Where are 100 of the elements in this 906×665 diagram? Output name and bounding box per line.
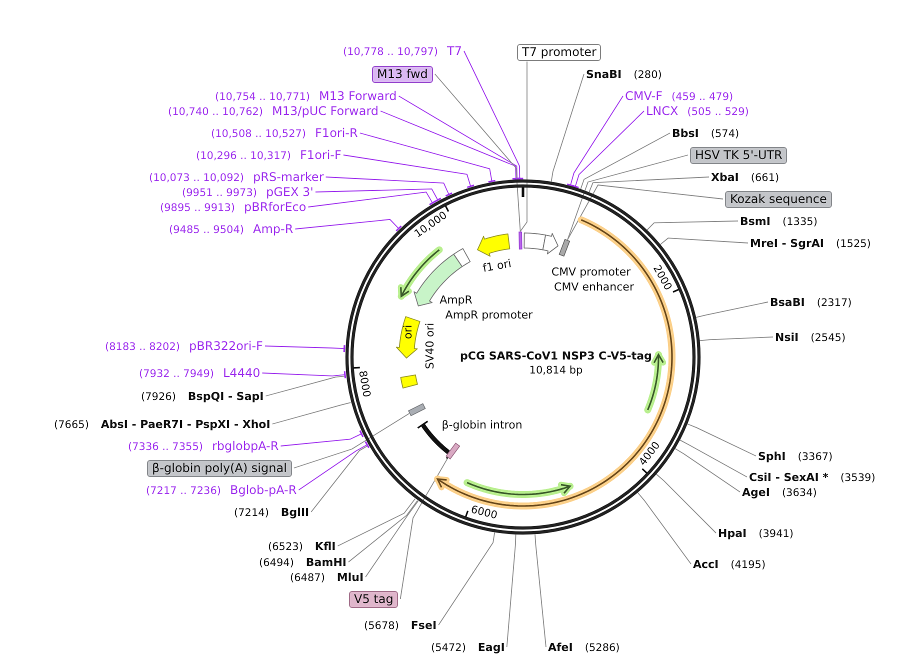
- cut-position: (6523): [268, 540, 303, 555]
- leader-line: [656, 474, 716, 534]
- feature-label: AmpR promoter: [445, 308, 533, 322]
- cut-position: (3539): [840, 471, 876, 486]
- cut-position: (661): [750, 171, 780, 186]
- leader-line: [310, 445, 369, 512]
- leader-line: [674, 448, 740, 492]
- cut-position: (5678): [364, 619, 399, 634]
- primer-range: (8183 .. 8202): [105, 340, 180, 355]
- feature-label: Kozak sequence: [725, 190, 832, 208]
- primer-range: (10,073 .. 10,092): [149, 171, 244, 186]
- leader-line: [695, 302, 768, 318]
- leader-line: [686, 423, 756, 456]
- primer-range: (10,754 .. 10,771): [215, 90, 310, 105]
- primer-name: T7: [447, 43, 462, 59]
- leader-line: [308, 192, 436, 208]
- leader-line: [520, 61, 528, 232]
- primer-name: pBRforEco: [244, 199, 306, 215]
- cut-position: (3941): [758, 527, 794, 542]
- primer-name: CMV-F: [625, 88, 662, 104]
- primer-name: pRS-marker: [253, 169, 324, 185]
- enzyme-name: XbaI: [711, 170, 739, 186]
- leader-line: [337, 498, 416, 546]
- enzyme-name: BbsI: [672, 126, 699, 142]
- leader-line: [660, 238, 748, 245]
- primer-range: (9951 .. 9973): [182, 186, 257, 201]
- enzyme-name: SnaBI: [586, 67, 622, 83]
- primer-range: (7336 .. 7355): [128, 440, 203, 455]
- cut-position: (280): [634, 68, 662, 83]
- leader-line: [566, 96, 624, 187]
- leader-line: [571, 110, 644, 188]
- enzyme-name: KflI: [314, 539, 336, 555]
- feature-label: CMV promoter: [551, 265, 631, 279]
- primer-range: (10,778 .. 10,797): [343, 45, 438, 60]
- feature-label: CMV enhancer: [554, 280, 634, 294]
- leader-line: [646, 220, 738, 230]
- leader-line: [550, 74, 584, 182]
- leader-line: [400, 458, 448, 600]
- leader-line: [534, 534, 546, 648]
- leader-line: [272, 402, 352, 424]
- primer-range: (10,740 .. 10,762): [168, 105, 264, 120]
- primer-name: pGEX 3': [266, 184, 314, 200]
- plasmid-size: 10,814 bp: [529, 364, 583, 378]
- primer-name: L4440: [223, 365, 260, 381]
- leader-line: [359, 132, 496, 183]
- cut-position: (2317): [816, 296, 852, 311]
- feature-label: β-globin intron: [442, 418, 522, 432]
- leader-line: [588, 176, 710, 193]
- cut-position: (4195): [730, 558, 766, 573]
- leader-line: [298, 440, 370, 490]
- enzyme-name: EagI: [478, 640, 505, 656]
- enzyme-name: AccI: [693, 557, 719, 573]
- cut-position: (7214): [234, 506, 269, 521]
- primer-name: F1ori-F: [300, 147, 342, 163]
- cut-position: (7926): [141, 390, 176, 405]
- primer-name: M13/pUC Forward: [272, 103, 379, 119]
- feature-label: SV40 ori: [423, 322, 437, 370]
- scale-number: 6000: [470, 504, 499, 522]
- cut-position: (6487): [290, 571, 325, 586]
- leader-line: [265, 376, 346, 396]
- feature-label: HSV TK 5'-UTR: [690, 146, 788, 164]
- enzyme-name: SphI: [758, 449, 786, 465]
- cut-position: (3634): [782, 486, 817, 501]
- leader-line: [325, 176, 453, 197]
- cut-position: (1525): [836, 237, 871, 252]
- primer-name: LNCX: [646, 103, 678, 119]
- cut-position: (7665): [54, 418, 89, 433]
- leader-line: [315, 188, 442, 202]
- leader-line: [637, 492, 692, 564]
- enzyme-name: CsiI - SexAI *: [749, 470, 828, 486]
- feature-label: f1 ori: [482, 257, 512, 275]
- leader-line: [262, 370, 346, 379]
- enzyme-name: BsmI: [740, 214, 770, 230]
- primer-range: (7217 .. 7236): [146, 484, 221, 499]
- enzyme-name: AgeI: [742, 485, 770, 501]
- enzyme-name: NsiI: [775, 330, 799, 346]
- primer-range: (10,296 .. 10,317): [196, 149, 292, 164]
- leader-line: [567, 184, 724, 240]
- leader-line: [679, 440, 748, 478]
- cut-position: (574): [710, 127, 740, 142]
- leader-line: [506, 534, 516, 648]
- enzyme-name: HpaI: [718, 526, 747, 542]
- enzyme-name: AbsI - PaeR7I - PspXI - XhoI: [100, 417, 270, 433]
- cut-position: (6494): [259, 556, 294, 571]
- leader-line: [348, 500, 418, 562]
- feature-label: M13 fwd: [372, 66, 433, 82]
- cut-position: (5286): [584, 641, 620, 656]
- primer-range: (9895 .. 9913): [160, 201, 235, 216]
- leader-line: [580, 132, 670, 190]
- feature-label: V5 tag: [349, 590, 398, 608]
- enzyme-name: AfeI: [548, 640, 573, 656]
- primer-name: Amp-R: [253, 221, 294, 237]
- leader-line: [699, 336, 774, 342]
- cut-position: (3367): [798, 450, 833, 465]
- primer-name: pBR322ori-F: [189, 338, 263, 354]
- leader-line: [264, 344, 346, 353]
- feature-label: ori: [401, 324, 415, 340]
- primer-name: rbglobpA-R: [212, 438, 279, 454]
- primer-range: (505 .. 529): [687, 105, 749, 120]
- scale-number: 8000: [356, 370, 373, 398]
